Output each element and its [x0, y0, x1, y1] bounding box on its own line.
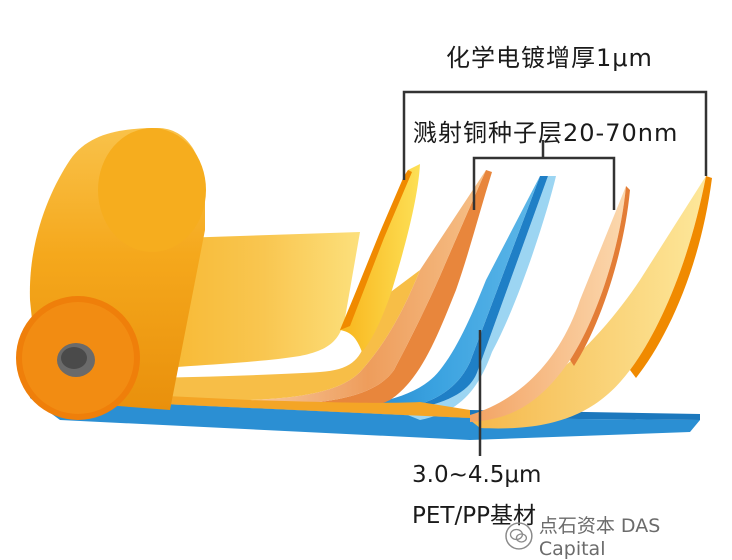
outer-plating-flap-left-edge [340, 170, 412, 330]
wechat-icon [505, 521, 533, 550]
watermark: 点石资本 DAS Capital [505, 511, 732, 560]
label-substrate-material: PET/PP基材 [412, 503, 536, 529]
bracket-outer [402, 90, 708, 180]
seed-copper-flap-right [470, 186, 626, 422]
substrate-base-band [30, 398, 700, 440]
roll-core-inner [61, 347, 87, 369]
label-substrate-thickness: 3.0~4.5μm [412, 462, 542, 488]
substrate-flap-front [396, 176, 548, 412]
outer-plating-flap-right [470, 176, 706, 429]
outer-plating-flap-right-edge [630, 176, 712, 378]
foil-sheet-lower [60, 270, 420, 406]
substrate-flap [400, 176, 556, 420]
label-seed-layer: 溅射铜种子层20-70nm [413, 119, 679, 147]
seed-copper-flap-right-edge [570, 186, 630, 366]
outer-plating-flap-left [340, 164, 420, 352]
watermark-text: 点石资本 DAS Capital [538, 515, 661, 560]
label-electroless-plating: 化学电镀增厚1μm [446, 44, 653, 72]
seed-copper-flap-left [300, 170, 492, 410]
roll-top-cap [98, 128, 206, 252]
